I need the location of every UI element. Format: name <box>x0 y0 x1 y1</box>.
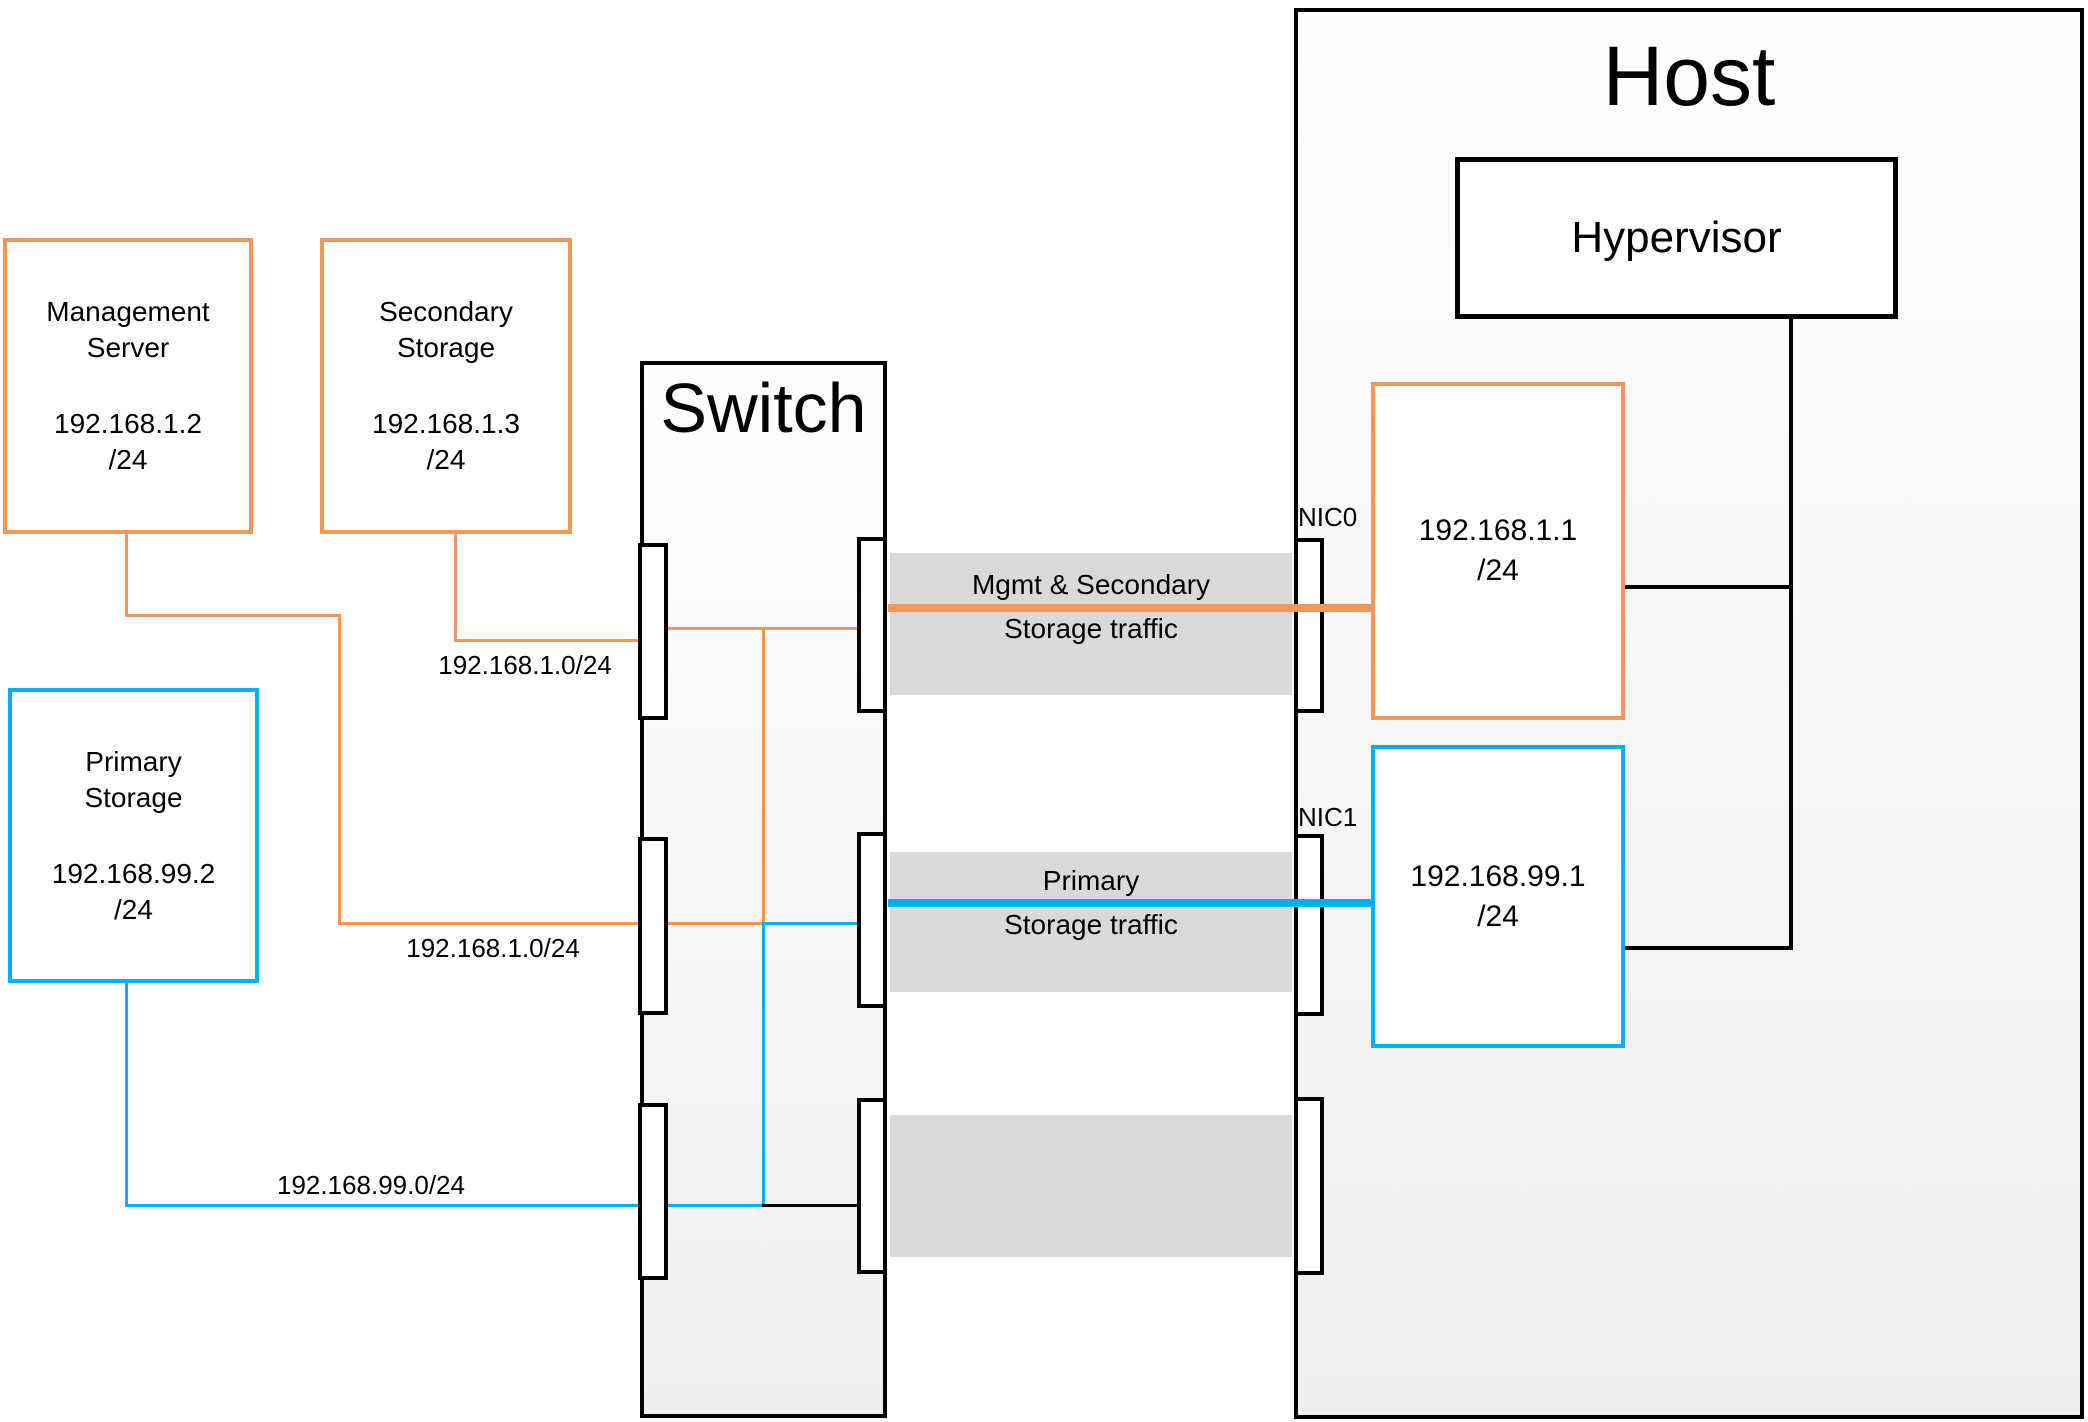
subnet-label-management: 192.168.1.0/24 <box>406 933 580 963</box>
band1-label-line1: Mgmt & Secondary <box>971 569 1211 600</box>
hypervisor-vline <box>1789 318 1793 950</box>
switch-port-right-3 <box>857 1098 887 1274</box>
band2-label-line1: Primary <box>1042 865 1140 896</box>
switch-internal-black-row3 <box>762 1204 858 1207</box>
nic0-ip: 192.168.1.1 <box>1418 514 1578 547</box>
hypervisor-box: Hypervisor <box>1455 157 1898 319</box>
switch-port-left-2 <box>638 837 668 1015</box>
switch-port-right-2 <box>857 832 887 1008</box>
primary-link-hline <box>125 1204 640 1207</box>
nic1-cidr: /24 <box>1477 899 1519 933</box>
hypervisor-label: Hypervisor <box>1571 213 1782 262</box>
node-ip: 192.168.1.2 <box>54 408 202 439</box>
nic1-port-label: NIC1 <box>1298 802 1358 832</box>
primary-link-vline <box>125 982 128 1207</box>
host-port-nic1 <box>1294 834 1324 1016</box>
switch-port-left-3 <box>638 1103 668 1280</box>
node-name-line: Secondary <box>379 296 513 327</box>
switch-port-left-1 <box>638 543 668 720</box>
switch-internal-blue-row2 <box>762 922 858 925</box>
node-ip: 192.168.1.3 <box>372 408 520 439</box>
node-name-line: Storage <box>84 781 183 813</box>
nic1-ip: 192.168.99.1 <box>1410 859 1586 893</box>
host-title: Host <box>1602 29 1776 123</box>
host-port-3 <box>1294 1097 1324 1275</box>
band1-label-line2: Storage traffic <box>1004 613 1178 644</box>
node-name-line: Primary <box>85 745 182 777</box>
traffic-band-3 <box>890 1115 1292 1257</box>
mgmt-secondary-traffic-line <box>888 604 1373 612</box>
secondary-link-vline <box>454 533 457 641</box>
mgmt-link-vline <box>125 533 128 617</box>
host-port-nic0 <box>1294 538 1324 713</box>
node-name-line: Server <box>86 332 170 363</box>
switch-port-right-1 <box>857 537 887 713</box>
nic1-network-box: 192.168.99.1 /24 <box>1371 745 1625 1048</box>
mgmt-link-vline2 <box>338 614 341 925</box>
nic0-connector-hline <box>1624 585 1793 589</box>
nic0-cidr: /24 <box>1477 554 1519 587</box>
switch-internal-blue-row3 <box>668 1204 762 1207</box>
node-ip: 192.168.99.2 <box>51 857 216 889</box>
secondary-link-hline <box>454 639 640 642</box>
node-cidr: /24 <box>114 893 153 925</box>
traffic-band-2 <box>890 852 1292 992</box>
band2-label-line2: Storage traffic <box>1004 909 1178 940</box>
nic1-connector-hline <box>1624 946 1793 950</box>
switch-internal-blue-vline <box>762 922 765 1207</box>
nic0-port-label: NIC0 <box>1298 502 1358 532</box>
traffic-band-1 <box>890 553 1292 695</box>
switch-title: Switch <box>660 369 867 447</box>
mgmt-link-hline <box>125 614 341 617</box>
node-cidr: /24 <box>108 444 148 475</box>
switch-internal-orange-vline <box>762 627 765 925</box>
subnet-label-secondary: 192.168.1.0/24 <box>438 650 612 680</box>
management-server-node: Management Server 192.168.1.2 /24 <box>3 238 253 534</box>
primary-traffic-line <box>888 899 1373 907</box>
node-cidr: /24 <box>426 444 466 475</box>
mgmt-link-hline2 <box>338 922 640 925</box>
primary-storage-node: Primary Storage 192.168.99.2 /24 <box>8 688 259 983</box>
switch-internal-orange-row2 <box>668 922 762 925</box>
nic0-network-box: 192.168.1.1 /24 <box>1371 382 1625 720</box>
node-name-line: Storage <box>396 332 496 363</box>
secondary-storage-node: Secondary Storage 192.168.1.3 /24 <box>320 238 572 534</box>
subnet-label-primary: 192.168.99.0/24 <box>277 1170 465 1200</box>
node-name-line: Management <box>46 296 210 327</box>
